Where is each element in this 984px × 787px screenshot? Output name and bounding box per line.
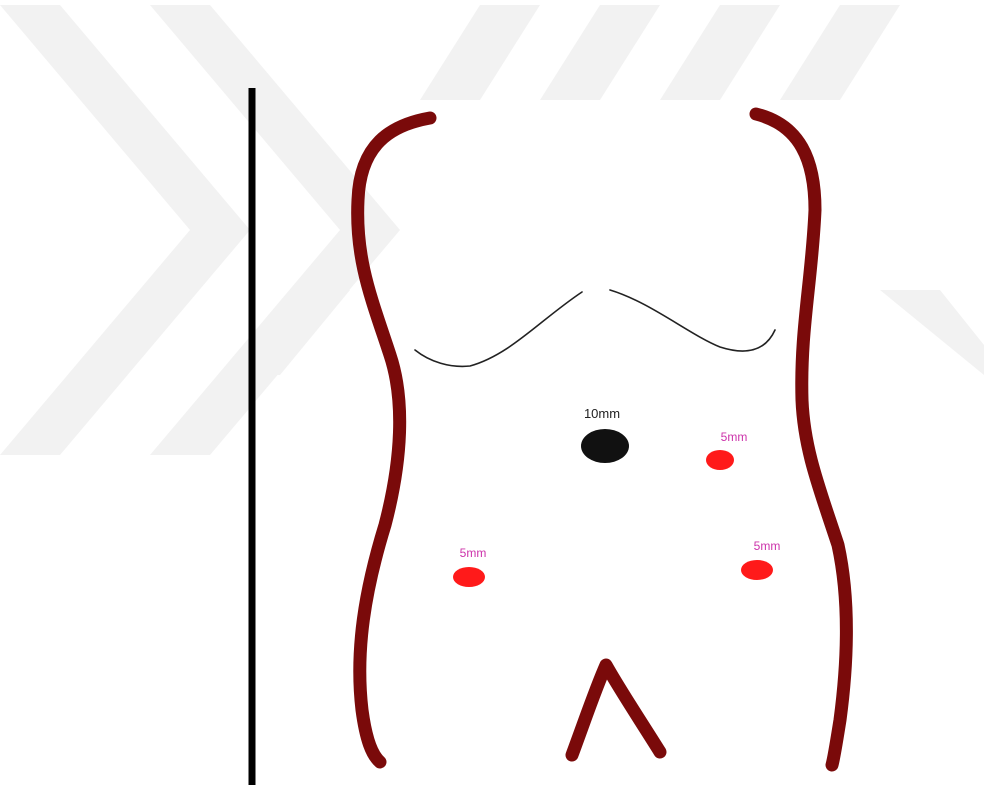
watermark-stripe-3 xyxy=(660,5,780,100)
port-upper-left-label: 5mm xyxy=(721,430,748,444)
watermark-stripe-2 xyxy=(540,5,660,100)
costal-margin-line xyxy=(415,290,775,366)
port-umbilical-label: 10mm xyxy=(584,406,620,421)
watermark-stripe-6 xyxy=(880,290,984,375)
port-lower-left-marker xyxy=(741,560,773,580)
port-lower-right-marker xyxy=(453,567,485,587)
port-umbilical-marker xyxy=(581,429,629,463)
port-lower-right: 5mm xyxy=(453,546,486,587)
watermark-stripe-1 xyxy=(420,5,540,100)
port-lower-left: 5mm xyxy=(741,539,780,580)
right-flank-line xyxy=(756,114,847,765)
port-upper-left: 5mm xyxy=(706,430,747,470)
port-umbilical: 10mm xyxy=(581,406,629,463)
port-upper-left-marker xyxy=(706,450,734,470)
port-lower-left-label: 5mm xyxy=(754,539,781,553)
watermark-stripe-4 xyxy=(780,5,900,100)
watermark-stripe-5 xyxy=(230,290,350,375)
groin-line xyxy=(572,665,660,755)
watermark xyxy=(0,5,984,455)
port-lower-right-label: 5mm xyxy=(460,546,487,560)
